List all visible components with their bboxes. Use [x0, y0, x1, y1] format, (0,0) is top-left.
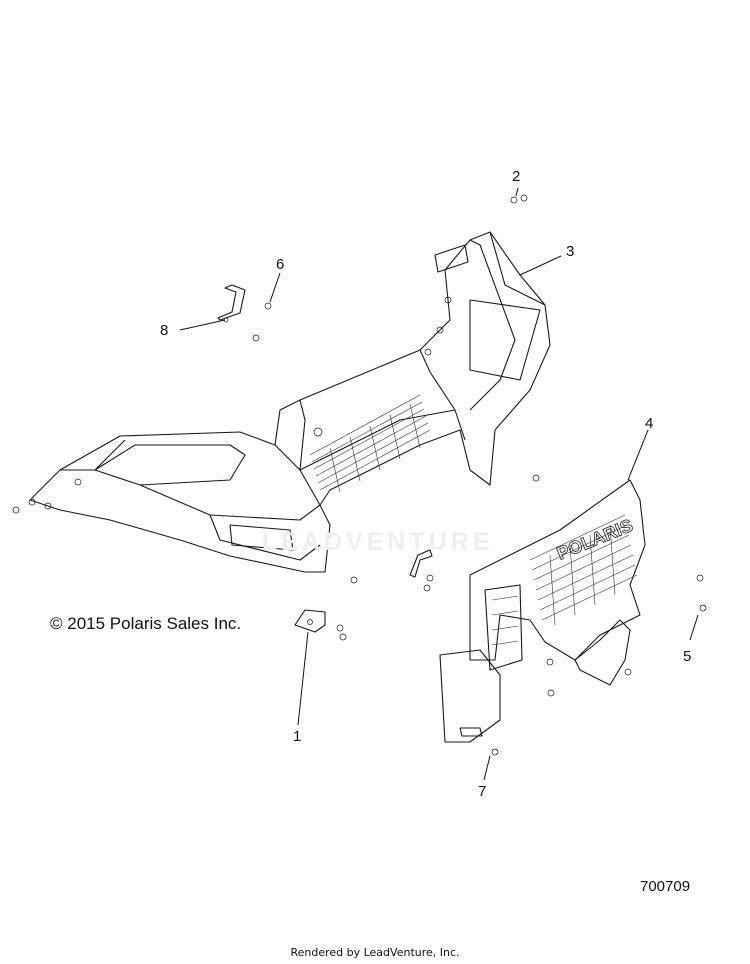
- diagram-id: 700709: [640, 878, 691, 895]
- callout-1: 1: [293, 728, 302, 745]
- callout-8: 8: [160, 322, 169, 339]
- bracket-center: [409, 549, 433, 578]
- leader-lines: [179, 187, 699, 781]
- front-grille: [439, 479, 646, 743]
- callout-6: 6: [276, 256, 285, 273]
- callout-2: 2: [512, 168, 521, 185]
- front-bumper: [29, 231, 551, 573]
- rendered-by-footer: Rendered by LeadVenture, Inc.: [290, 946, 460, 959]
- watermark: LEADVENTURE: [262, 528, 494, 556]
- fasteners: [12, 194, 707, 756]
- grille-logo-text: POLARIS: [554, 515, 636, 564]
- copyright-notice: © 2015 Polaris Sales Inc.: [50, 614, 242, 633]
- bracket-part-1: [294, 609, 326, 633]
- callout-7: 7: [478, 783, 487, 800]
- bracket-part-8: [217, 284, 246, 323]
- callout-3: 3: [566, 243, 575, 260]
- callout-5: 5: [683, 648, 692, 665]
- callout-4: 4: [645, 415, 654, 432]
